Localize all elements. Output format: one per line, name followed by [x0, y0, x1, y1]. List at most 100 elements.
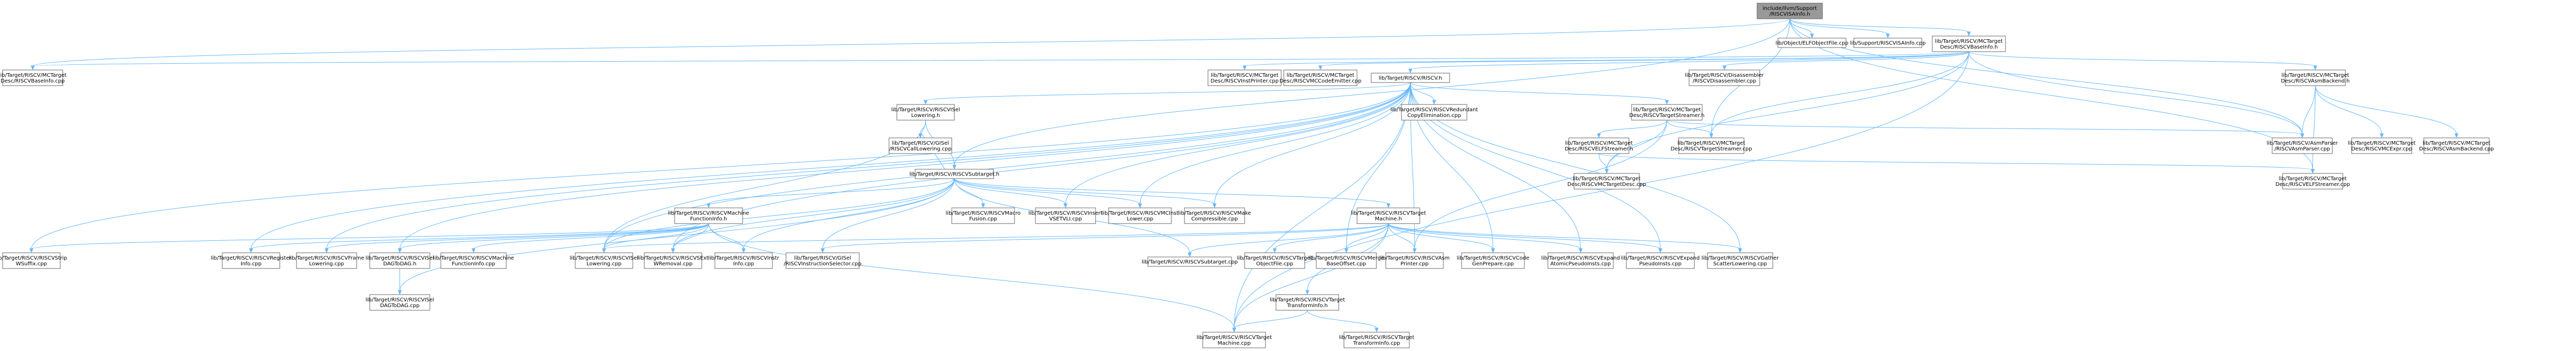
node-riscv-h[interactable]: lib/Target/RISCV/RISCV.h	[1371, 73, 1450, 83]
edge-line	[1346, 223, 1389, 250]
edge-subtarget_h-to-gisel_calllowering	[918, 133, 955, 180]
node-elfstreamer-h[interactable]: lib/Target/RISCV/MCTargetDesc/RISCVELFSt…	[1565, 137, 1633, 154]
node-asmbackend-h[interactable]: lib/Target/RISCV/MCTargetDesc/RISCVAsmBa…	[2281, 69, 2350, 86]
edge-arrowhead	[924, 100, 928, 105]
edge-mfi_h-to-frame_lowering	[324, 223, 709, 253]
node-mccodeemitter[interactable]: lib/Target/RISCV/MCTargetDesc/RISCVMCCod…	[1280, 69, 1362, 86]
node-box	[644, 252, 702, 269]
edge-root-to-baseinfo_cpp	[30, 18, 1790, 71]
node-box	[1626, 252, 1695, 269]
edge-arrowhead	[1305, 290, 1309, 295]
edge-arrowhead	[1344, 248, 1349, 253]
edge-line	[1388, 223, 1415, 250]
edge-root-to-asmparser	[1789, 18, 2305, 138]
node-mctargetdesc[interactable]: lib/Target/RISCV/MCTargetDesc/RISCVMCTar…	[1567, 173, 1646, 190]
node-label-line: DAGToDAG.h	[383, 261, 417, 267]
edge-root-to-objfile	[1789, 18, 1814, 39]
node-label-line: Machine.cpp	[1217, 341, 1250, 346]
node-mcexpr[interactable]: lib/Target/RISCV/MCTargetDesc/RISCVMCExp…	[2348, 137, 2416, 154]
node-disasm[interactable]: lib/Target/RISCV/Disassembler/RISCVDisas…	[1685, 69, 1764, 86]
node-redundant-copy[interactable]: lib/Target/RISCV/RISCVRedundantCopyElimi…	[1390, 104, 1478, 121]
edge-subtarget_h-to-insertvsetvli	[954, 178, 1068, 208]
edge-line	[673, 223, 709, 250]
node-targetstreamer-h[interactable]: lib/Target/RISCV/MCTargetDesc/RISCVTarge…	[1629, 104, 1705, 121]
edge-arrowhead	[1709, 133, 1714, 138]
edge-line	[708, 223, 1235, 329]
node-label-line: WRemoval.cpp	[654, 261, 693, 267]
edge-arrowhead	[1272, 248, 1277, 253]
edge-arrowhead	[981, 203, 985, 208]
node-transform-info-cpp[interactable]: lib/Target/RISCV/RISCVTargetTransformInf…	[1339, 332, 1415, 348]
node-asmbackend-cpp[interactable]: lib/Target/RISCV/MCTargetDesc/RISCVAsmBa…	[2419, 137, 2494, 154]
node-box	[1757, 3, 1823, 19]
node-label-line: Desc/RISCVTargetStreamer.cpp	[1671, 146, 1752, 152]
edge-riscv_h-to-makecompressible	[1212, 82, 1411, 208]
node-box	[440, 252, 507, 269]
edge-arrowhead	[2454, 133, 2459, 138]
node-label-line: Desc/RISCVMCExpr.cpp	[2351, 146, 2412, 152]
node-baseinfo-h[interactable]: lib/Target/RISCV/MCTargetDesc/RISCVBaseI…	[1932, 36, 2006, 52]
edge-arrowhead	[1597, 133, 1601, 138]
node-asmparser[interactable]: lib/Target/RISCV/AsmParser/RISCVAsmParse…	[2266, 137, 2338, 154]
node-box	[1283, 69, 1358, 86]
node-elfstreamer-cpp[interactable]: lib/Target/RISCV/MCTargetDesc/RISCVELFSt…	[2275, 173, 2350, 190]
edge-subtarget_h-to-mcinstlower	[954, 178, 1142, 208]
node-gisel-selector[interactable]: lib/Target/RISCV/GISel/RISCVInstructionS…	[784, 252, 862, 269]
node-box	[1147, 256, 1232, 267]
node-gather-scatter[interactable]: lib/Target/RISCV/RISCVGatherScatterLower…	[1702, 252, 1779, 269]
node-label-line: lib/Target/RISCV/RISCVISel	[366, 297, 434, 303]
node-objfile[interactable]: lib/Object/ELFObjectFile.cpp	[1775, 38, 1849, 48]
edge-line	[32, 51, 1969, 67]
node-box	[1371, 73, 1450, 83]
node-expand-atomic[interactable]: lib/Target/RISCV/RISCVExpandAtomicPseudo…	[1541, 252, 1620, 269]
node-transform-info-h[interactable]: lib/Target/RISCV/RISCVTargetTransformInf…	[1270, 294, 1345, 311]
edge-line	[1189, 223, 1389, 254]
edge-line	[1606, 120, 1667, 170]
node-merge-baseoffset[interactable]: lib/Target/RISCV/RISCVMergeBaseOffset.cp…	[1308, 252, 1384, 269]
node-subtarget-h[interactable]: lib/Target/RISCV/RISCVSubtarget.h	[909, 169, 999, 179]
node-mfi-h[interactable]: lib/Target/RISCV/RISCVMachineFunctionInf…	[668, 207, 749, 224]
edge-arrowhead	[471, 248, 476, 253]
node-makecompressible[interactable]: lib/Target/RISCV/RISCVMakeCompressible.c…	[1178, 207, 1251, 224]
node-expand-pseudo[interactable]: lib/Target/RISCV/RISCVExpandPseudoInsts.…	[1621, 252, 1700, 269]
node-subtarget-cpp[interactable]: lib/Target/RISCV/RISCVSubtarget.cpp	[1142, 256, 1238, 267]
edge-riscv_h-to-isel_lowering_cpp	[602, 82, 1411, 253]
node-label-line: lib/Target/RISCV/RISCVInsert	[1029, 210, 1103, 216]
node-gisel-calllowering[interactable]: lib/Target/RISCV/GISel/RISCVCallLowering…	[888, 137, 952, 154]
node-mfi-cpp[interactable]: lib/Target/RISCV/RISCVMachineFunctionInf…	[433, 252, 514, 269]
edge-riscv_h-to-strip_wsuffix	[29, 82, 1411, 253]
node-label-line: lib/Target/RISCV/GISel	[892, 141, 949, 146]
edge-arrowhead	[1886, 33, 1890, 39]
node-label-line: VSETVLI.cpp	[1049, 216, 1081, 222]
edge-arrowhead	[29, 248, 33, 253]
node-label-line: TransformInfo.h	[1286, 303, 1328, 309]
node-baseinfo-cpp[interactable]: lib/Target/RISCV/MCTargetDesc/RISCVBaseI…	[0, 69, 66, 86]
edge-targetmachine_h-to-gisel_selector	[820, 223, 1389, 253]
node-isainfo[interactable]: lib/Support/RISCVISAInfo.cpp	[1850, 38, 1926, 48]
node-instprinter[interactable]: lib/Target/RISCV/MCTargetDesc/RISCVInstP…	[1207, 69, 1282, 86]
edge-targetmachine_h-to-target_objfile	[1272, 223, 1389, 253]
node-target-objfile[interactable]: lib/Target/RISCV/RISCVTargetObjectFile.c…	[1237, 252, 1313, 269]
node-label-line: include/llvm/Support	[1763, 6, 1817, 11]
node-box	[222, 252, 280, 269]
node-label-line: lib/Target/RISCV/RISCVExpand	[1621, 255, 1700, 261]
edge-line	[1968, 51, 2316, 67]
edge-arrowhead	[1212, 203, 1217, 208]
node-targetstreamer-cpp[interactable]: lib/Target/RISCV/MCTargetDesc/RISCVTarge…	[1671, 137, 1752, 154]
